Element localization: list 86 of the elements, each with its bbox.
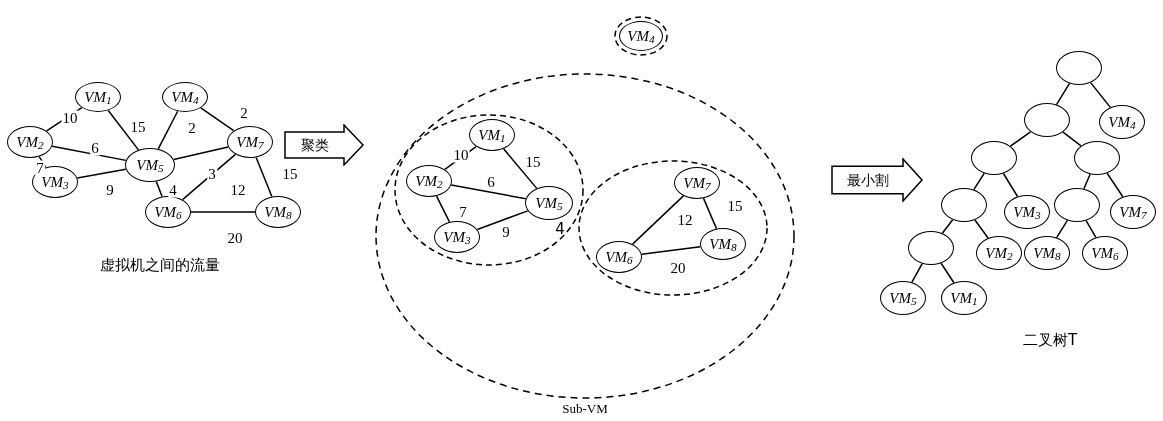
vm-node: VM$_{8}$ bbox=[700, 228, 746, 260]
connector-line bbox=[941, 219, 954, 234]
tree-node bbox=[908, 231, 954, 265]
edge-label: 20 bbox=[669, 260, 687, 276]
edge-label: 15 bbox=[524, 154, 542, 170]
connector-line bbox=[51, 145, 127, 162]
edge-label: 15 bbox=[281, 166, 299, 182]
edge-label: 2 bbox=[187, 120, 197, 136]
connector-line bbox=[181, 153, 237, 201]
connector-line bbox=[502, 148, 538, 190]
connector-line bbox=[155, 180, 163, 198]
sub-vm-label: Sub-VM bbox=[561, 402, 609, 415]
edge-label: 4 bbox=[168, 182, 178, 198]
vm-node: VM$_{6}$ bbox=[145, 196, 191, 228]
connector-line bbox=[1062, 131, 1082, 147]
tree-node bbox=[941, 188, 987, 222]
edge-label: 10 bbox=[61, 110, 79, 126]
connector-line bbox=[973, 172, 985, 191]
connector-line bbox=[1055, 219, 1069, 239]
connector-line bbox=[1085, 219, 1097, 239]
edge-label: 15 bbox=[726, 198, 744, 214]
edge-label: 15 bbox=[129, 119, 147, 135]
connector-line bbox=[911, 262, 923, 284]
vm-node: VM$_{5}$ bbox=[525, 186, 573, 220]
vm-node: VM$_{2}$ bbox=[406, 165, 452, 197]
vm-node: VM$_{1}$ bbox=[941, 281, 987, 315]
vm-node: VM$_{4}$ bbox=[619, 21, 663, 51]
vm-node: VM$_{2}$ bbox=[7, 126, 53, 158]
connector-line bbox=[631, 195, 685, 245]
edge-label: 9 bbox=[105, 182, 115, 198]
connector-line bbox=[940, 262, 955, 284]
connector-line bbox=[255, 156, 273, 198]
connector-line bbox=[76, 168, 127, 179]
vm-node: VM$_{1}$ bbox=[75, 82, 121, 112]
connector-line bbox=[107, 109, 140, 151]
vm-node: VM$_{7}$ bbox=[1110, 195, 1156, 229]
tree-node bbox=[1054, 188, 1100, 222]
connector-line bbox=[157, 110, 179, 150]
connector-line bbox=[1055, 82, 1071, 106]
connector-line bbox=[200, 107, 235, 132]
connector-line bbox=[1106, 172, 1124, 198]
edge-label: 10 bbox=[452, 147, 470, 163]
connector-line bbox=[476, 210, 529, 231]
vm-node: VM$_{3}$ bbox=[434, 221, 480, 253]
vm-node: VM$_{7}$ bbox=[227, 126, 273, 158]
connector-line bbox=[702, 197, 718, 230]
vm-node: VM$_{4}$ bbox=[1099, 105, 1145, 139]
vm-node: VM$_{4}$ bbox=[162, 82, 208, 112]
vm-node: VM$_{5}$ bbox=[880, 281, 926, 315]
caption: 二叉树T bbox=[1022, 332, 1078, 348]
edge-label: 7 bbox=[35, 160, 45, 176]
edge-label: 2 bbox=[239, 105, 249, 121]
edge-label: 6 bbox=[486, 174, 496, 190]
arrow-label: 聚类 bbox=[300, 136, 330, 155]
vm-node: VM$_{7}$ bbox=[674, 167, 720, 199]
weight-label: 4 bbox=[555, 221, 565, 237]
connector-line bbox=[435, 195, 451, 223]
edge-label: 20 bbox=[226, 230, 244, 246]
connector-line bbox=[1009, 131, 1032, 147]
edge-label: 6 bbox=[90, 140, 100, 156]
connector-line bbox=[1089, 81, 1112, 109]
edge-label: 12 bbox=[229, 182, 247, 198]
vm-node: VM$_{6}$ bbox=[596, 241, 642, 273]
connector-line bbox=[974, 219, 989, 239]
arrow-label: 最小割 bbox=[846, 171, 890, 190]
vm-node: VM$_{1}$ bbox=[469, 119, 515, 151]
vm-node: VM$_{6}$ bbox=[1082, 236, 1128, 270]
connector-line bbox=[172, 146, 229, 161]
edge-label: 12 bbox=[676, 212, 694, 228]
connector-line bbox=[1002, 172, 1019, 198]
tree-node bbox=[1024, 103, 1070, 137]
tree-node bbox=[1056, 51, 1102, 85]
vm-node: VM$_{8}$ bbox=[255, 196, 301, 228]
caption: 虚拟机之间的流量 bbox=[100, 257, 220, 273]
edge-label: 9 bbox=[501, 224, 511, 240]
vm-node: VM$_{5}$ bbox=[125, 148, 175, 182]
vm-node: VM$_{3}$ bbox=[1004, 195, 1050, 229]
edge-label: 3 bbox=[207, 166, 217, 182]
vm-node: VM$_{8}$ bbox=[1024, 236, 1070, 270]
connector-line bbox=[640, 246, 702, 255]
connector-line bbox=[190, 211, 256, 213]
connector-line bbox=[450, 184, 527, 200]
edge-label: 7 bbox=[458, 204, 468, 220]
tree-node bbox=[971, 141, 1017, 175]
tree-node bbox=[1074, 141, 1120, 175]
vm-node: VM$_{2}$ bbox=[976, 236, 1022, 270]
